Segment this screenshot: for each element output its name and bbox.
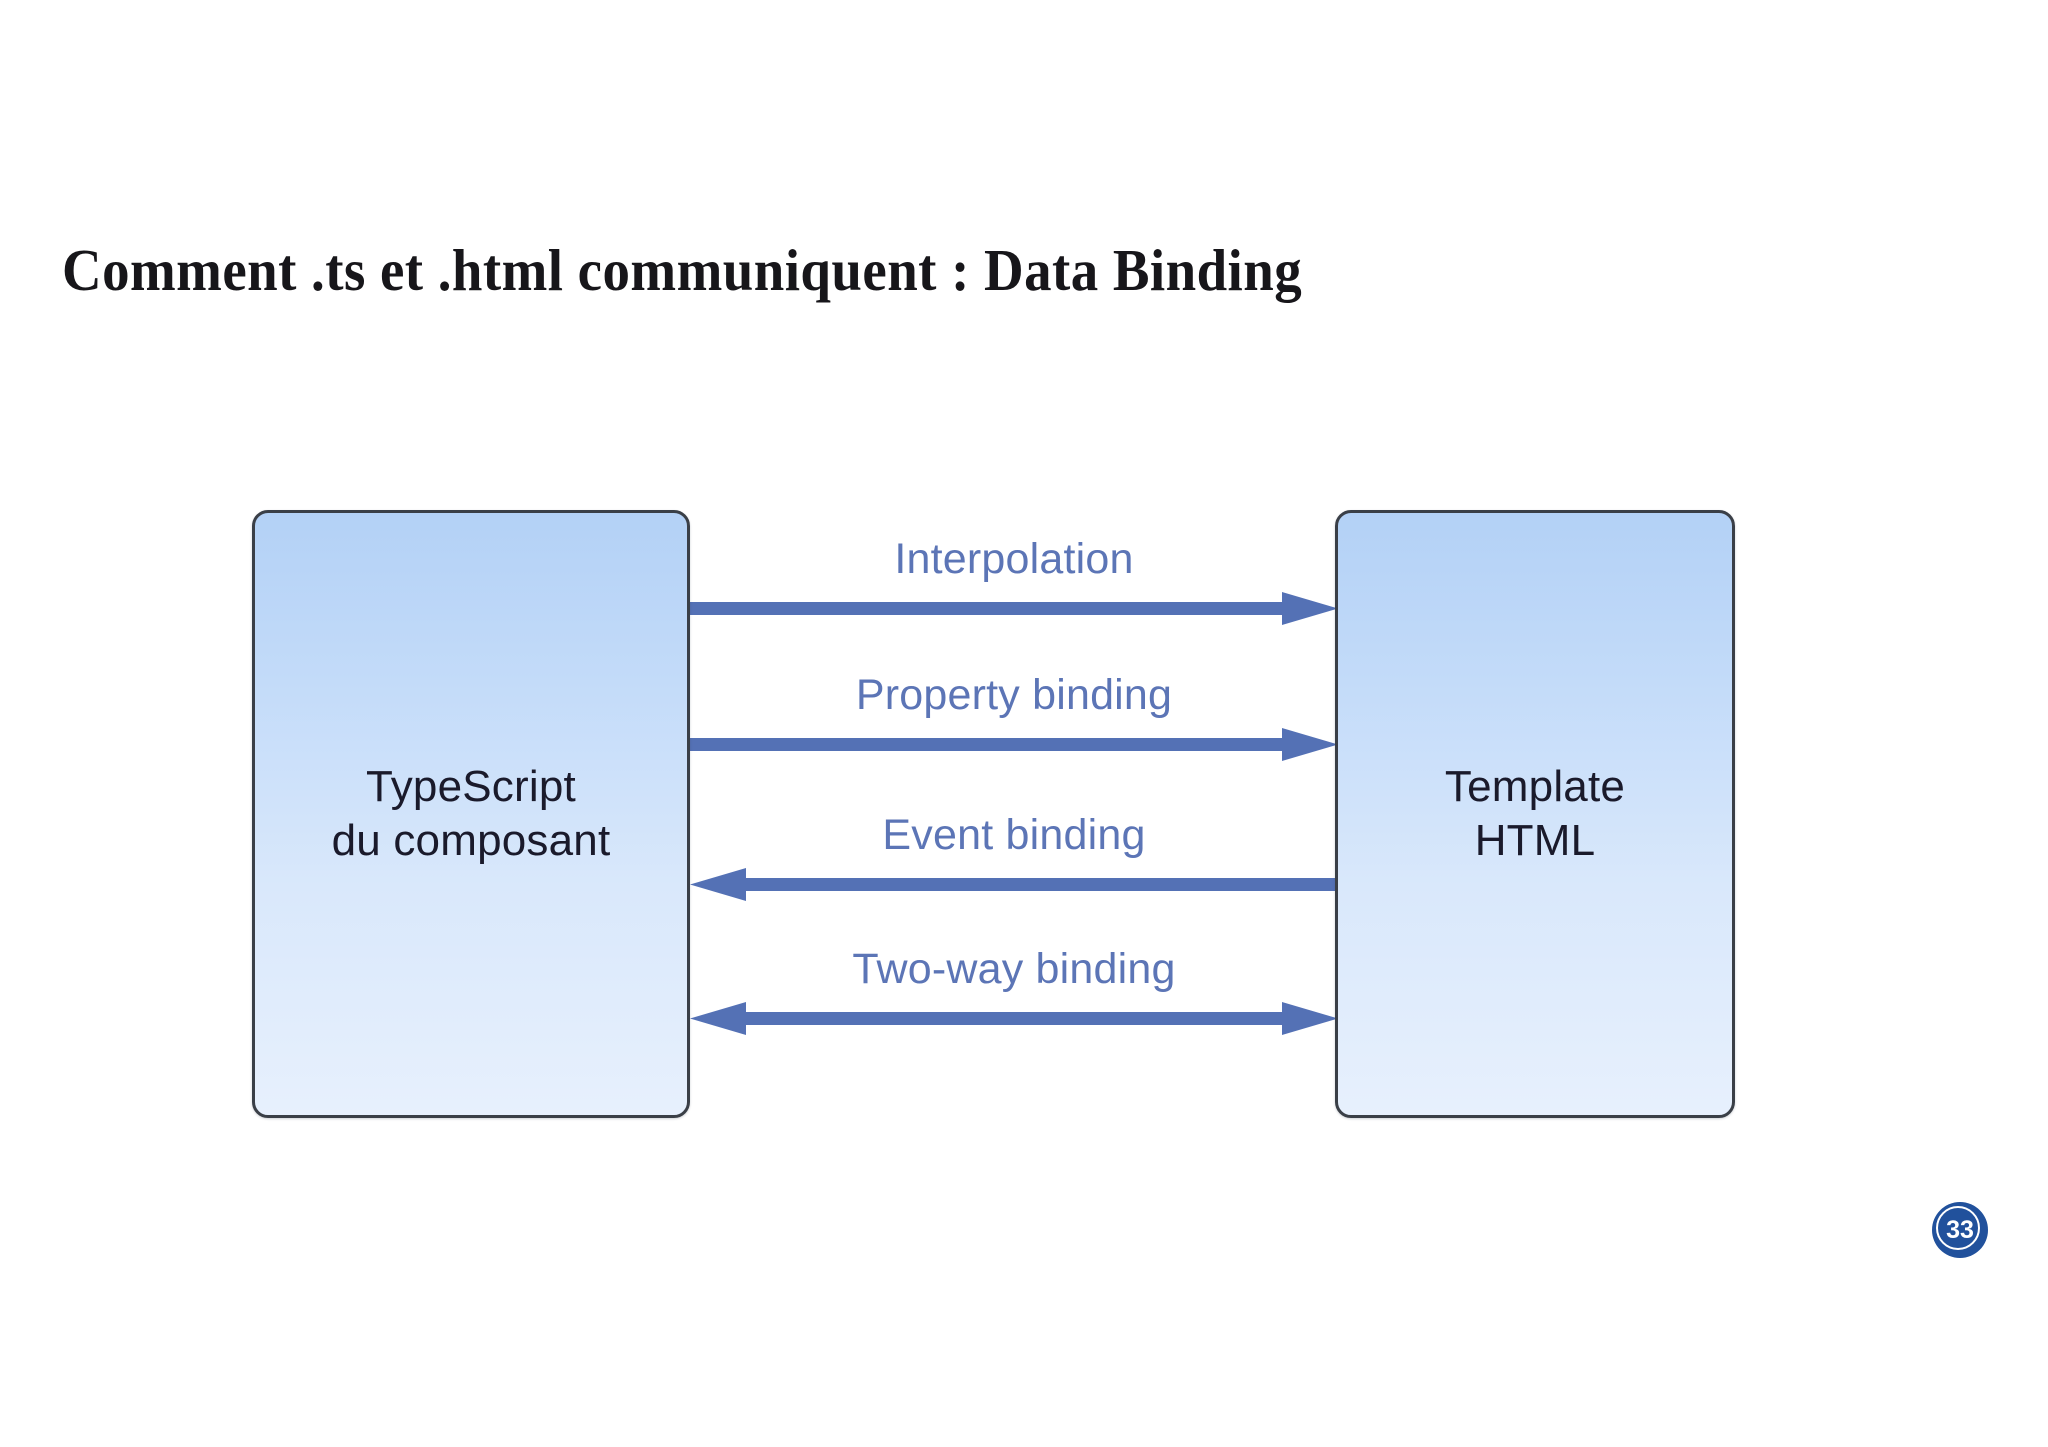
arrow-right-icon <box>690 728 1338 761</box>
page-title: Comment .ts et .html communiquent : Data… <box>62 237 1303 303</box>
connection-interpolation: Interpolation <box>690 534 1338 644</box>
connection-property-binding: Property binding <box>690 670 1338 780</box>
arrow-bidirectional-icon <box>690 1002 1338 1035</box>
node-template-html: Template HTML <box>1335 510 1735 1118</box>
arrow-left-icon <box>690 868 1338 901</box>
page-number-text: 33 <box>1946 1215 1974 1244</box>
connection-event-binding-label: Event binding <box>882 811 1146 859</box>
connection-property-binding-label: Property binding <box>855 671 1173 719</box>
node-typescript-label: TypeScript du composant <box>331 762 611 865</box>
node-typescript-component: TypeScript du composant <box>252 510 690 1118</box>
connection-two-way-binding: Two-way binding <box>690 944 1338 1054</box>
page-number-badge: 33 <box>1932 1202 1988 1258</box>
node-template-label: Template HTML <box>1444 762 1626 865</box>
connection-event-binding: Event binding <box>690 810 1338 920</box>
arrow-right-icon <box>690 592 1338 625</box>
connection-interpolation-label: Interpolation <box>894 535 1134 583</box>
connection-two-way-binding-label: Two-way binding <box>852 945 1176 993</box>
